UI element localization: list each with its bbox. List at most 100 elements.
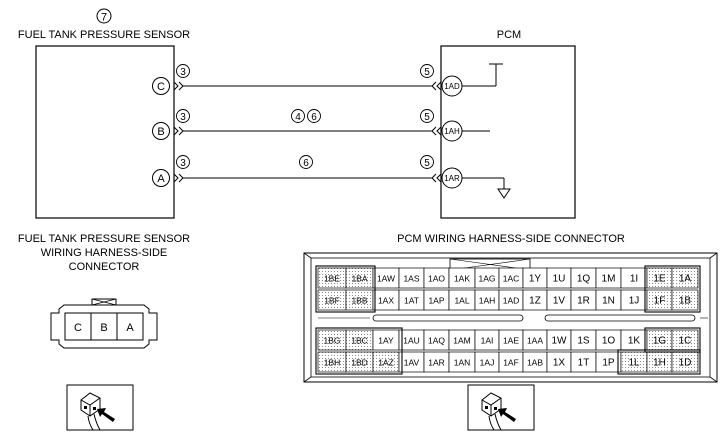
pcm-pin-label-1ar: 1AR [428, 358, 445, 368]
pcm-pin-label-1b: 1B [679, 296, 692, 307]
wire-b [173, 126, 442, 136]
pcm-pin-label-1o: 1O [602, 336, 616, 347]
pcm-pin-cell-1a [671, 267, 699, 289]
sensor-terminal-a: A [126, 322, 134, 334]
pcm-pin-label-1ba: 1BA [351, 274, 367, 284]
pcm-pin-group-outline [315, 265, 376, 313]
pcm-ground-symbol [462, 177, 511, 199]
sensor-box [35, 45, 175, 219]
pcm-pin-label-1ap: 1AP [428, 296, 444, 306]
pcm-pin-label-1ab: 1AB [527, 358, 543, 368]
pcm-pin-label-1p: 1P [602, 358, 615, 369]
pcm-pin-label-1m: 1M [602, 274, 616, 285]
pcm-pin-label-1az: 1AZ [378, 358, 394, 368]
pcm-pin-label-1au: 1AU [403, 336, 420, 346]
pcm-pin-label-1af: 1AF [503, 358, 519, 368]
pcm-pin-label-1q: 1Q [577, 274, 591, 285]
sensor-terminal-b: B [100, 322, 107, 334]
pcm-pin-label-1t: 1T [578, 358, 590, 369]
pcm-pin-1ah: 1AH [441, 120, 463, 142]
sensor-ref-marker: 7 [96, 8, 112, 24]
pcm-pin-label-1al: 1AL [454, 296, 469, 306]
pcm-pin-label-1j: 1J [629, 296, 640, 307]
pcm-circuit-ref-1ar: 5 [420, 155, 434, 169]
sensor-connector-title-line3: CONNECTOR [69, 261, 140, 273]
pcm-pin-label-1be: 1BE [324, 274, 340, 284]
pcm-pin-label-1aa: 1AA [527, 336, 543, 346]
pcm-pin-label-1z: 1Z [529, 296, 541, 307]
pcm-pin-label-1d: 1D [679, 358, 692, 369]
pcm-pin-label-1c: 1C [679, 336, 692, 347]
sensor-title: FUEL TANK PRESSURE SENSOR [18, 29, 190, 41]
pcm-pin-label-1at: 1AT [404, 296, 419, 306]
sensor-pin-b: B [152, 122, 170, 140]
pcm-pin-label-1ai: 1AI [481, 336, 494, 346]
pcm-pin-label-1bc: 1BC [351, 336, 368, 346]
pcm-pin-label-1i: 1I [630, 274, 638, 285]
pcm-pin-label-1bf: 1BF [324, 296, 340, 306]
svg-text:1AR: 1AR [444, 174, 460, 183]
svg-text:3: 3 [180, 158, 186, 169]
sensor-pin-a: A [152, 169, 170, 187]
wire-c [173, 81, 442, 91]
wire-a [173, 173, 442, 183]
svg-text:5: 5 [424, 112, 430, 123]
sensor-connector-title-line2: WIRING HARNESS-SIDE [41, 247, 168, 259]
svg-text:5: 5 [424, 158, 430, 169]
pcm-pin-label-1am: 1AM [453, 336, 470, 346]
pcm-pin-label-1h: 1H [653, 358, 666, 369]
sensor-harness-connector: C B A [50, 298, 158, 349]
sensor-circuit-ref-a: 3 [176, 155, 190, 169]
wire-b-ref-right: 6 [307, 109, 321, 123]
pcm-pin-label-1e: 1E [653, 274, 666, 285]
svg-text:3: 3 [180, 112, 186, 123]
svg-text:6: 6 [303, 158, 309, 169]
pcm-pin-label-1as: 1AS [403, 274, 419, 284]
pcm-pin-group-outline [644, 327, 701, 353]
svg-text:1AH: 1AH [444, 127, 460, 136]
pcm-connector-title: PCM WIRING HARNESS-SIDE CONNECTOR [397, 233, 625, 245]
pcm-pin-label-1ax: 1AX [378, 296, 394, 306]
pcm-circuit-ref-1ad: 5 [420, 64, 434, 78]
svg-text:A: A [157, 173, 165, 185]
pcm-pin-group-outline [315, 327, 403, 375]
pcm-pin-label-1u: 1U [553, 274, 566, 285]
svg-text:B: B [157, 126, 164, 138]
pcm-pin-label-1bh: 1BH [324, 358, 341, 368]
svg-text:5: 5 [424, 67, 430, 78]
pcm-pin-label-1ak: 1AK [454, 274, 470, 284]
pcm-pin-label-1bb: 1BB [351, 296, 367, 306]
sensor-circuit-ref-c: 3 [176, 64, 190, 78]
svg-text:6: 6 [311, 112, 317, 123]
svg-text:C: C [157, 81, 165, 93]
sensor-terminal-c: C [74, 322, 82, 334]
svg-text:1AD: 1AD [444, 82, 460, 91]
sensor-pin-c: C [152, 77, 170, 95]
pcm-pin-label-1av: 1AV [404, 358, 420, 368]
pcm-pin-label-1bg: 1BG [323, 336, 340, 346]
wire-a-ref: 6 [299, 155, 313, 169]
harness-insertion-icon [66, 384, 134, 431]
pcm-pin-label-1aw: 1AW [377, 274, 395, 284]
pcm-pin-1ar: 1AR [441, 167, 463, 189]
pcm-pin-label-1v: 1V [553, 296, 566, 307]
pcm-pin-label-1ac: 1AC [503, 274, 520, 284]
pcm-title: PCM [497, 29, 521, 41]
pcm-pin-label-1ay: 1AY [378, 336, 394, 346]
pcm-pin-label-1y: 1Y [529, 274, 542, 285]
pcm-pin-label-1x: 1X [553, 358, 566, 369]
pcm-pin-label-1ag: 1AG [478, 274, 495, 284]
pcm-pin-label-1ae: 1AE [503, 336, 519, 346]
pcm-pin-label-1ao: 1AO [428, 274, 445, 284]
pcm-power-supply-symbol [462, 63, 503, 87]
pcm-pin-label-1f: 1F [654, 296, 666, 307]
pcm-pin-group-outline [617, 349, 701, 375]
pcm-pin-label-1r: 1R [577, 296, 590, 307]
pcm-pin-label-1an: 1AN [454, 358, 471, 368]
pcm-pin-label-1s: 1S [577, 336, 590, 347]
pcm-pin-label-1g: 1G [653, 336, 667, 347]
pcm-pin-label-1aj: 1AJ [480, 358, 495, 368]
harness-insertion-icon-pcm [467, 384, 535, 431]
